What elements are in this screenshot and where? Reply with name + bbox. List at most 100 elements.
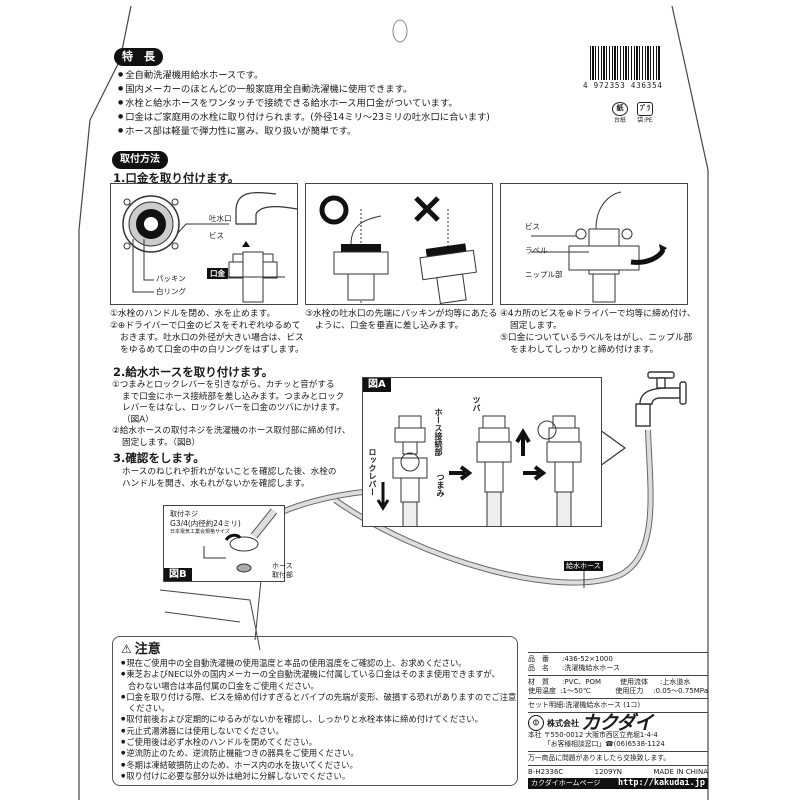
thread-spec: G3/4(内径約24ミリ) <box>170 519 241 528</box>
spec-key: 品 名 <box>528 664 549 672</box>
flange-label: ツバ <box>472 396 481 412</box>
step1-panel-tighten: ビス ラベル ニップル部 <box>500 183 688 305</box>
install-heading: 取付方法 <box>112 151 168 169</box>
instruction-line: ように、口金を垂直に差し込みます。 <box>315 321 464 331</box>
homepage-label: カクダイホームページ <box>531 779 601 787</box>
paper-recycle-icon: 紙 <box>612 102 628 116</box>
material: :PVC、POM <box>562 678 602 686</box>
figure-a: 図A ロックレバー ホース接続部 つまみ ツバ <box>362 377 602 527</box>
label-sticker-label: ラベル <box>525 246 548 255</box>
step1-text-left: ①水栓のハンドルを閉め、水を止めます。 ②⊕ドライバーで口金のビスをそれぞれゆる… <box>110 308 304 356</box>
hq-label: 本社 <box>528 731 542 739</box>
spec-key: 使用圧力 <box>615 687 644 695</box>
warning-icon: ⚠ <box>121 642 132 656</box>
caution-item: 逆流防止のため、逆流防止機能つきの器具をご使用ください。 <box>121 748 509 759</box>
caution-item: 取付前後および定期的にゆるみがないかを確認し、しっかりと水栓本体に締め付けてくだ… <box>121 714 509 725</box>
instruction-line: ホースのねじれや折れがないことを確認した後、水栓の <box>122 467 337 477</box>
spec-key: 材 質 <box>528 678 549 686</box>
pressure: :0.05〜0.75MPa <box>653 687 708 695</box>
instruction-line: レバーをはなし、ロックレバーを口金のツバにかけます。 <box>122 403 345 413</box>
set-contents: セット明細:洗濯機給水ホース (1コ) <box>528 701 641 709</box>
feature-item: ホース部は軽量で弾力性に富み、取り扱いが簡単です。 <box>118 124 490 138</box>
caution-item: 現在ご使用中の全自動洗濯機の使用温度と本品の使用温度をご確認の上、お求めください… <box>121 658 509 669</box>
feature-item: 口金はご家庭用の水栓に取り付けられます。(外径14ミリ〜23ミリの吐水口に合いま… <box>118 110 490 124</box>
features-heading: 特 長 <box>114 48 163 66</box>
figure-a-label: 図A <box>363 378 391 392</box>
plastic-recycle-mark: ﾌﾟﾗ 袋:PE <box>635 102 655 125</box>
supply-hose-label: 給水ホース <box>564 561 603 571</box>
screw-label: ビス <box>525 222 540 231</box>
origin: MADE IN CHINA <box>653 768 708 776</box>
lot-code: 1209YN <box>594 768 622 776</box>
part-number: :436-52×1000 <box>562 655 613 663</box>
step1-title: 1.口金を取り付けます。 <box>113 171 240 185</box>
step3-text: ホースのねじれや折れがないことを確認した後、水栓の ハンドルを開き、水もれがない… <box>122 466 336 490</box>
washer-mount-diagram <box>203 508 278 573</box>
plastic-recycle-icon: ﾌﾟﾗ <box>637 102 653 116</box>
hose-connection-diagram <box>376 415 582 526</box>
contact: 「お客様相談窓口」☎(06)6538-1124 <box>544 740 665 748</box>
product-codes: B-H2336C 1209YN MADE IN CHINA <box>528 768 708 777</box>
caution-list: 現在ご使用中の全自動洗濯機の使用温度と本品の使用温度をご確認の上、お求めください… <box>121 658 516 782</box>
white-ring-label: 白リング <box>156 287 186 296</box>
instruction-line: （図A） <box>122 414 154 425</box>
fitting-label: 口金 <box>207 268 228 279</box>
figure-b: 取付ネジ G3/4(内径約24ミリ) 日本電気工業会規格サイズ 図B <box>163 505 285 582</box>
product-code: B-H2336C <box>528 768 564 776</box>
instruction-line: ③水栓の吐水口の先端にパッキンが均等にあたる <box>305 309 498 319</box>
spec-key: 使用流体 <box>620 678 648 686</box>
knob-label: つまみ <box>436 473 445 497</box>
instruction-line: をゆるめて口金の中の白リングをはずします。 <box>120 345 304 355</box>
spout-label: 吐水口 <box>209 214 232 223</box>
caution-item: 元止式湯沸器には使用しないでください。 <box>121 726 509 737</box>
company-logo-icon: ⦶ <box>528 715 544 731</box>
lock-lever-label: ロックレバー <box>368 448 377 496</box>
hose-joint-label: ホース接続部 <box>434 408 443 456</box>
step3-title: 3.確認をします。 <box>113 451 205 465</box>
spec-key: 使用温度 <box>528 687 556 695</box>
exchange-note: 万一商品に問題がありましたら交換致します。 <box>528 754 671 762</box>
instruction-line: 固定します。 <box>510 321 562 331</box>
caution-title: ⚠注意 <box>121 641 509 658</box>
packing-label: パッキン <box>156 274 186 283</box>
company-prefix: 株式会社 <box>547 718 579 728</box>
company-address: 本社 〒550-0012 大阪市西区立売堀1-4-4 「お客様相談窓口」☎(06… <box>528 731 708 749</box>
temperature: :1〜50℃ <box>560 687 591 695</box>
instruction-line: ⑤口金についているラベルをはがし、ニップル部 <box>500 333 693 343</box>
feature-item: 全自動洗濯機用給水ホースです。 <box>118 68 490 82</box>
recycle-label: 袋:PE <box>637 117 653 124</box>
product-spec: 品 番 :436-52×1000 品 名 :洗濯機給水ホース 材 質 :PVC、POM… <box>528 650 708 789</box>
nipple-label: ニップル部 <box>525 270 563 279</box>
paper-recycle-mark: 紙 台紙 <box>610 102 630 125</box>
instruction-line: ①水栓のハンドルを閉め、水を止めます。 <box>110 309 276 319</box>
feature-item: 水栓と給水ホースをワンタッチで接続できる給水ホース用口金がついています。 <box>118 96 490 110</box>
instruction-line: おきます。吐水口の外径が大きい場合は、ビス <box>120 333 304 343</box>
instruction-line: ④4カ所のビスを⊕ドライバーで均等に締め付け、 <box>500 309 696 319</box>
caution-item: ご使用後は必ず水栓のハンドルを閉めてください。 <box>121 737 509 748</box>
instruction-line: ②⊕ドライバーで口金のビスをそれぞれゆるめて <box>110 321 301 331</box>
step1-panel-insert <box>305 183 493 305</box>
fitting-parts-diagram <box>122 192 297 303</box>
features-list: 全自動洗濯機用給水ホースです。 国内メーカーのほとんどの一般家庭用全自動洗濯機に… <box>118 68 490 138</box>
instruction-line: 固定します。（図B） <box>122 437 201 448</box>
caution-item: 冬期は凍結破損防止のため、ホース内の水を抜いてください。 <box>121 760 509 771</box>
insert-correct-incorrect-diagram <box>319 195 477 304</box>
homepage-url[interactable]: http://kakudai.jp <box>618 778 705 788</box>
caution-item: 東芝およびNEC以外の国内メーカーの全自動洗濯機に付属している口金はそのまま使用… <box>121 669 509 680</box>
caution-box: ⚠注意 現在ご使用中の全自動洗濯機の使用温度と本品の使用温度をご確認の上、お求め… <box>112 636 518 786</box>
feature-item: 国内メーカーのほとんどの一般家庭用全自動洗濯機に使用できます。 <box>118 82 490 96</box>
product-name: :洗濯機給水ホース <box>562 664 621 672</box>
step2-title: 2.給水ホースを取り付けます。 <box>113 365 274 379</box>
instruction-line: まで口金にホース接続部を差し込みます。つまみとロック <box>122 391 345 402</box>
thread-title: 取付ネジ <box>170 510 198 518</box>
step1-panel-parts: 吐水口 ビス パッキン 白リング 口金 <box>110 183 298 305</box>
barcode-number: 4 972353 436354 <box>583 81 663 90</box>
screw-label: ビス <box>209 231 224 240</box>
instruction-line: ①つまみとロックレバーを引きながら、カチッと音がする <box>112 380 335 390</box>
company-brand: ⦶ 株式会社 カクダイ <box>528 713 708 732</box>
tighten-diagram <box>531 191 667 303</box>
thread-standard: 日本電気工業会規格サイズ <box>170 529 230 535</box>
instruction-line: ②給水ホースの取付ネジを洗濯機のホース取付部に締め付け、 <box>112 426 351 436</box>
spec-key: 品 番 <box>528 655 549 663</box>
recycle-label: 台紙 <box>613 117 626 124</box>
